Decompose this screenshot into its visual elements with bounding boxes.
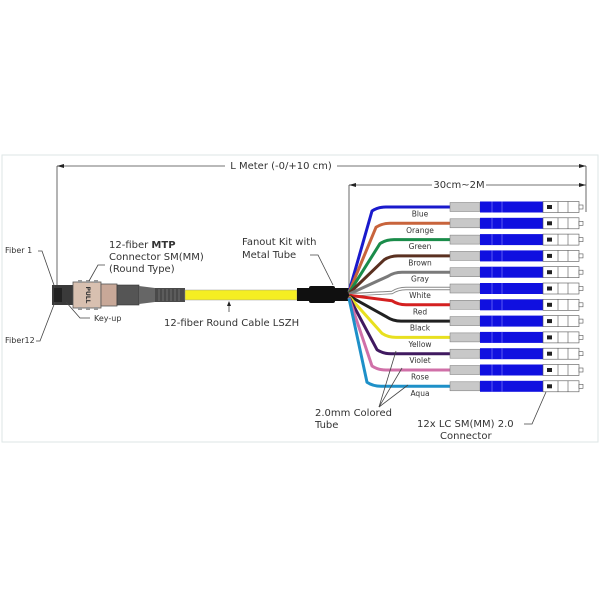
fiber-color-label: Black [410, 324, 431, 333]
fiber-orange: Orange [347, 217, 584, 293]
lc-body [480, 364, 543, 376]
pull-label: PULL [84, 287, 91, 304]
lc-body [480, 380, 543, 392]
lc-boot [449, 251, 481, 261]
mtp-connector: PULL [52, 280, 185, 310]
fanout-length-dimension: 30cm~2M [348, 180, 586, 290]
fiber-tube [347, 205, 450, 293]
cable-label: 12-fiber Round Cable LSZH [164, 318, 299, 329]
lc-boot [449, 332, 481, 343]
fiber12-label: Fiber12 [5, 336, 35, 345]
fiber-color-label: Orange [406, 226, 434, 235]
lc-boot [449, 267, 481, 277]
lc-body [480, 315, 543, 327]
fiber-color-label: Aqua [410, 389, 429, 398]
fiber-white: White [348, 282, 584, 300]
fanout-label-line2: Metal Tube [242, 250, 296, 261]
tube-label-line1: 2.0mm Colored [315, 408, 392, 419]
fiber-tube [347, 221, 450, 293]
fiber-tube [348, 293, 450, 307]
fiber-violet: Violet [347, 296, 584, 365]
fiber-group: BlueOrangeGreenBrownGrayWhiteRedBlackYel… [347, 201, 584, 398]
fiber-green: Green [347, 233, 584, 294]
fiber-tube [347, 297, 450, 372]
lc-body [480, 234, 543, 246]
lc-body [480, 250, 543, 262]
fiber-gray: Gray [348, 266, 584, 296]
fiber-black: Black [348, 294, 584, 333]
fiber-color-label: Green [409, 242, 432, 251]
fiber1-label: Fiber 1 [5, 246, 32, 255]
fanout-kit [297, 286, 349, 303]
lc-boot [449, 381, 481, 392]
fiber-tube [347, 238, 450, 294]
lc-body [480, 283, 543, 294]
fiber-color-label: White [409, 291, 431, 300]
lc-body [480, 201, 543, 213]
fiber-color-label: Red [413, 307, 427, 316]
lc-boot [449, 234, 481, 245]
fiber-color-label: Brown [408, 258, 432, 267]
fiber-tube [347, 296, 450, 356]
fiber-color-label: Violet [409, 356, 430, 365]
lc-boot [449, 348, 481, 359]
total-length-label: L Meter (-0/+10 cm) [230, 161, 332, 172]
key-up-label: Key-up [94, 314, 121, 323]
fiber-tube [347, 254, 450, 295]
lc-label-line2: Connector [440, 431, 492, 442]
mtp-label-line1: 12-fiber MTP [109, 240, 176, 251]
lc-label-line1: 12x LC SM(MM) 2.0 [417, 419, 514, 430]
fanout-length-label: 30cm~2M [433, 180, 484, 191]
lc-body [480, 266, 543, 278]
mtp-label-line3: (Round Type) [109, 264, 175, 275]
fiber-tube [348, 294, 450, 323]
fiber-color-label: Gray [411, 275, 429, 284]
fiber-brown: Brown [347, 250, 584, 295]
lc-boot [449, 202, 481, 212]
fiber-rose: Rose [347, 297, 584, 382]
fanout-label-line1: Fanout Kit with [242, 237, 317, 248]
lc-boot [449, 283, 481, 294]
fiber-tube [348, 270, 450, 296]
round-cable [184, 289, 298, 301]
lc-body [480, 299, 543, 311]
fiber-color-label: Rose [411, 373, 429, 382]
lc-boot [449, 300, 481, 310]
lc-body [480, 348, 543, 360]
lc-body [480, 331, 543, 343]
fiber-tube [347, 297, 450, 388]
mtp-label-line2: Connector SM(MM) [109, 252, 204, 263]
fiber-color-label: Blue [412, 210, 429, 219]
fiber-blue: Blue [347, 201, 584, 293]
fiber-red: Red [348, 293, 584, 316]
fiber-tube [347, 295, 450, 339]
lc-boot [449, 316, 481, 326]
tube-label-line2: Tube [314, 420, 338, 431]
fiber-color-label: Yellow [407, 340, 431, 349]
lc-boot [449, 218, 481, 229]
lc-boot [449, 365, 481, 375]
fiber-tube-inner [348, 287, 450, 296]
total-length-dimension: L Meter (-0/+10 cm) [56, 161, 587, 292]
lc-body [480, 217, 543, 229]
fiber-yellow: Yellow [347, 295, 584, 349]
fiber-aqua: Aqua [347, 297, 584, 398]
